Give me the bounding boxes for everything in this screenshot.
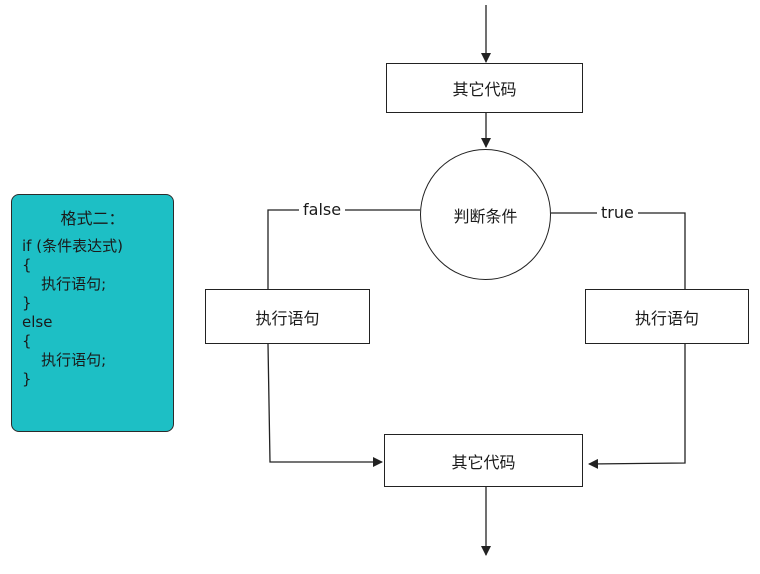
true-label: true [597, 203, 638, 223]
note-line: if (条件表达式) [22, 237, 123, 255]
note-line: 执行语句; [22, 275, 107, 293]
false-label: false [299, 200, 346, 220]
right-to-bottom-arrow [588, 344, 686, 469]
bottom-code-box: 其它代码 [384, 434, 583, 487]
note-line: else [22, 313, 53, 331]
note-line: } [22, 294, 32, 312]
top-code-box: 其它代码 [386, 63, 583, 113]
true-branch-line [551, 212, 686, 289]
note-line: } [22, 370, 32, 388]
left-statement-box: 执行语句 [205, 289, 370, 344]
syntax-note: 格式二： if (条件表达式) { 执行语句; } else { 执行语句; } [11, 194, 174, 432]
note-title: 格式二： [60, 209, 125, 228]
note-line: { [22, 256, 32, 274]
condition-node: 判断条件 [420, 149, 551, 280]
left-to-bottom-arrow [267, 343, 383, 467]
note-line: { [22, 332, 32, 350]
note-line: 执行语句; [22, 351, 107, 369]
right-statement-box: 执行语句 [585, 289, 749, 344]
false-branch-line [267, 209, 420, 289]
